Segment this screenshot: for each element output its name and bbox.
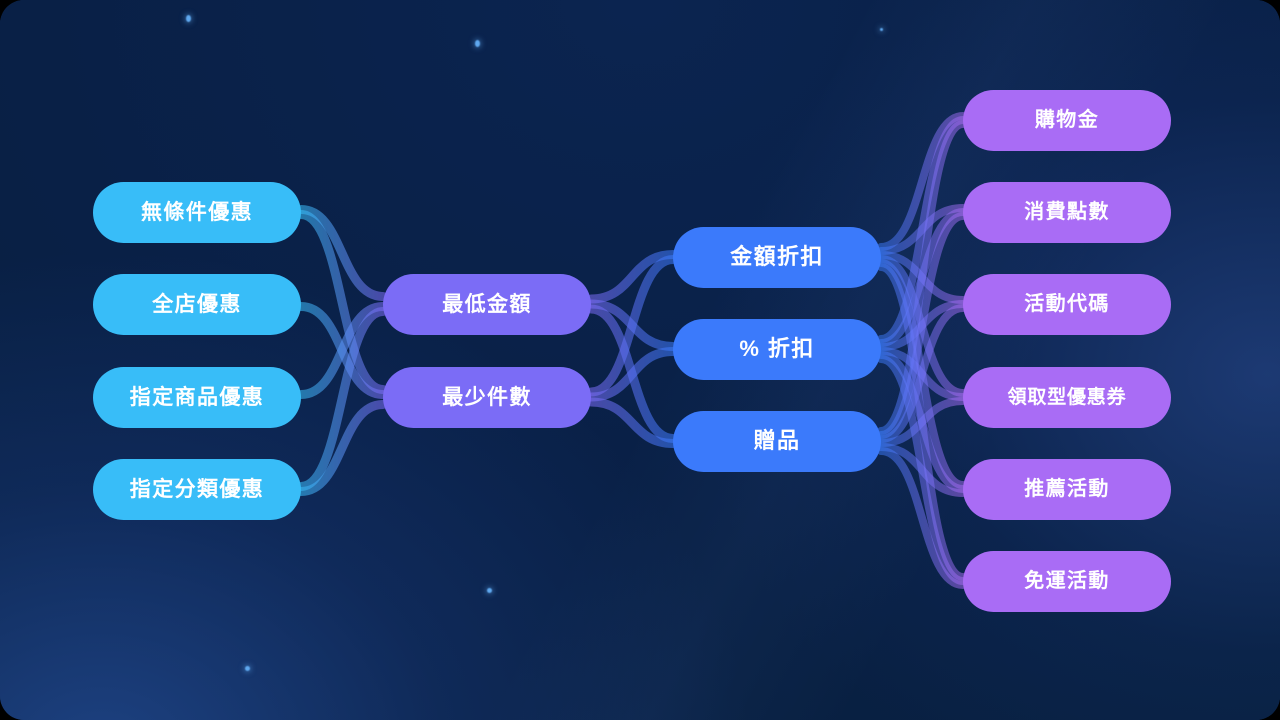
link-path: [296, 302, 388, 399]
node-col-campaign-5[interactable]: 免運活動: [963, 550, 1171, 612]
node-col-benefit-0[interactable]: 金額折扣: [673, 226, 881, 288]
link-path: [586, 347, 678, 402]
node-label: 領取型優惠券: [1007, 386, 1127, 408]
star-dot: [245, 666, 250, 671]
link-path: [877, 112, 967, 251]
node-label: 購物金: [1034, 109, 1100, 131]
node-col-benefit-2[interactable]: 贈品: [673, 410, 881, 472]
node-label: 最少件數: [442, 385, 532, 409]
node-col-scope-0[interactable]: 無條件優惠: [93, 181, 301, 243]
link-path: [877, 304, 967, 443]
node-label: 金額折扣: [730, 244, 824, 269]
node-col-threshold-1[interactable]: 最少件數: [383, 366, 591, 428]
node-label: 指定商品優惠: [129, 385, 265, 409]
node-col-scope-3[interactable]: 指定分類優惠: [93, 458, 301, 520]
node-col-scope-2[interactable]: 指定商品優惠: [93, 366, 301, 428]
node-label: 最低金額: [442, 292, 532, 316]
star-dot: [186, 15, 191, 22]
node-col-threshold-0[interactable]: 最低金額: [383, 273, 591, 335]
node-label: 全店優惠: [152, 292, 242, 316]
node-label: 推薦活動: [1024, 478, 1110, 500]
node-col-scope-1[interactable]: 全店優惠: [93, 273, 301, 335]
star-dot: [475, 40, 480, 47]
link-path: [586, 255, 678, 397]
link-path: [877, 397, 967, 447]
node-label: 指定分類優惠: [129, 477, 265, 501]
link-path: [877, 212, 967, 439]
node-label: % 折扣: [739, 336, 815, 361]
link-path: [586, 397, 678, 448]
star-dot: [880, 28, 883, 31]
link-path: [296, 400, 388, 496]
node-col-campaign-3[interactable]: 領取型優惠券: [963, 366, 1171, 428]
link-path: [877, 120, 967, 435]
node-col-campaign-0[interactable]: 購物金: [963, 89, 1171, 151]
link-path: [877, 443, 967, 497]
node-col-benefit-1[interactable]: % 折扣: [673, 318, 881, 380]
node-col-campaign-4[interactable]: 推薦活動: [963, 458, 1171, 520]
node-col-campaign-1[interactable]: 消費點數: [963, 181, 1171, 243]
star-dot: [487, 588, 492, 593]
node-col-campaign-2[interactable]: 活動代碼: [963, 273, 1171, 335]
node-label: 活動代碼: [1024, 293, 1110, 315]
link-path: [296, 205, 388, 301]
node-label: 消費點數: [1024, 201, 1110, 223]
node-label: 免運活動: [1024, 570, 1110, 592]
link-path: [296, 307, 388, 491]
link-path: [586, 250, 678, 304]
node-label: 贈品: [753, 428, 801, 453]
link-path: [877, 447, 967, 589]
node-label: 無條件優惠: [141, 200, 253, 224]
